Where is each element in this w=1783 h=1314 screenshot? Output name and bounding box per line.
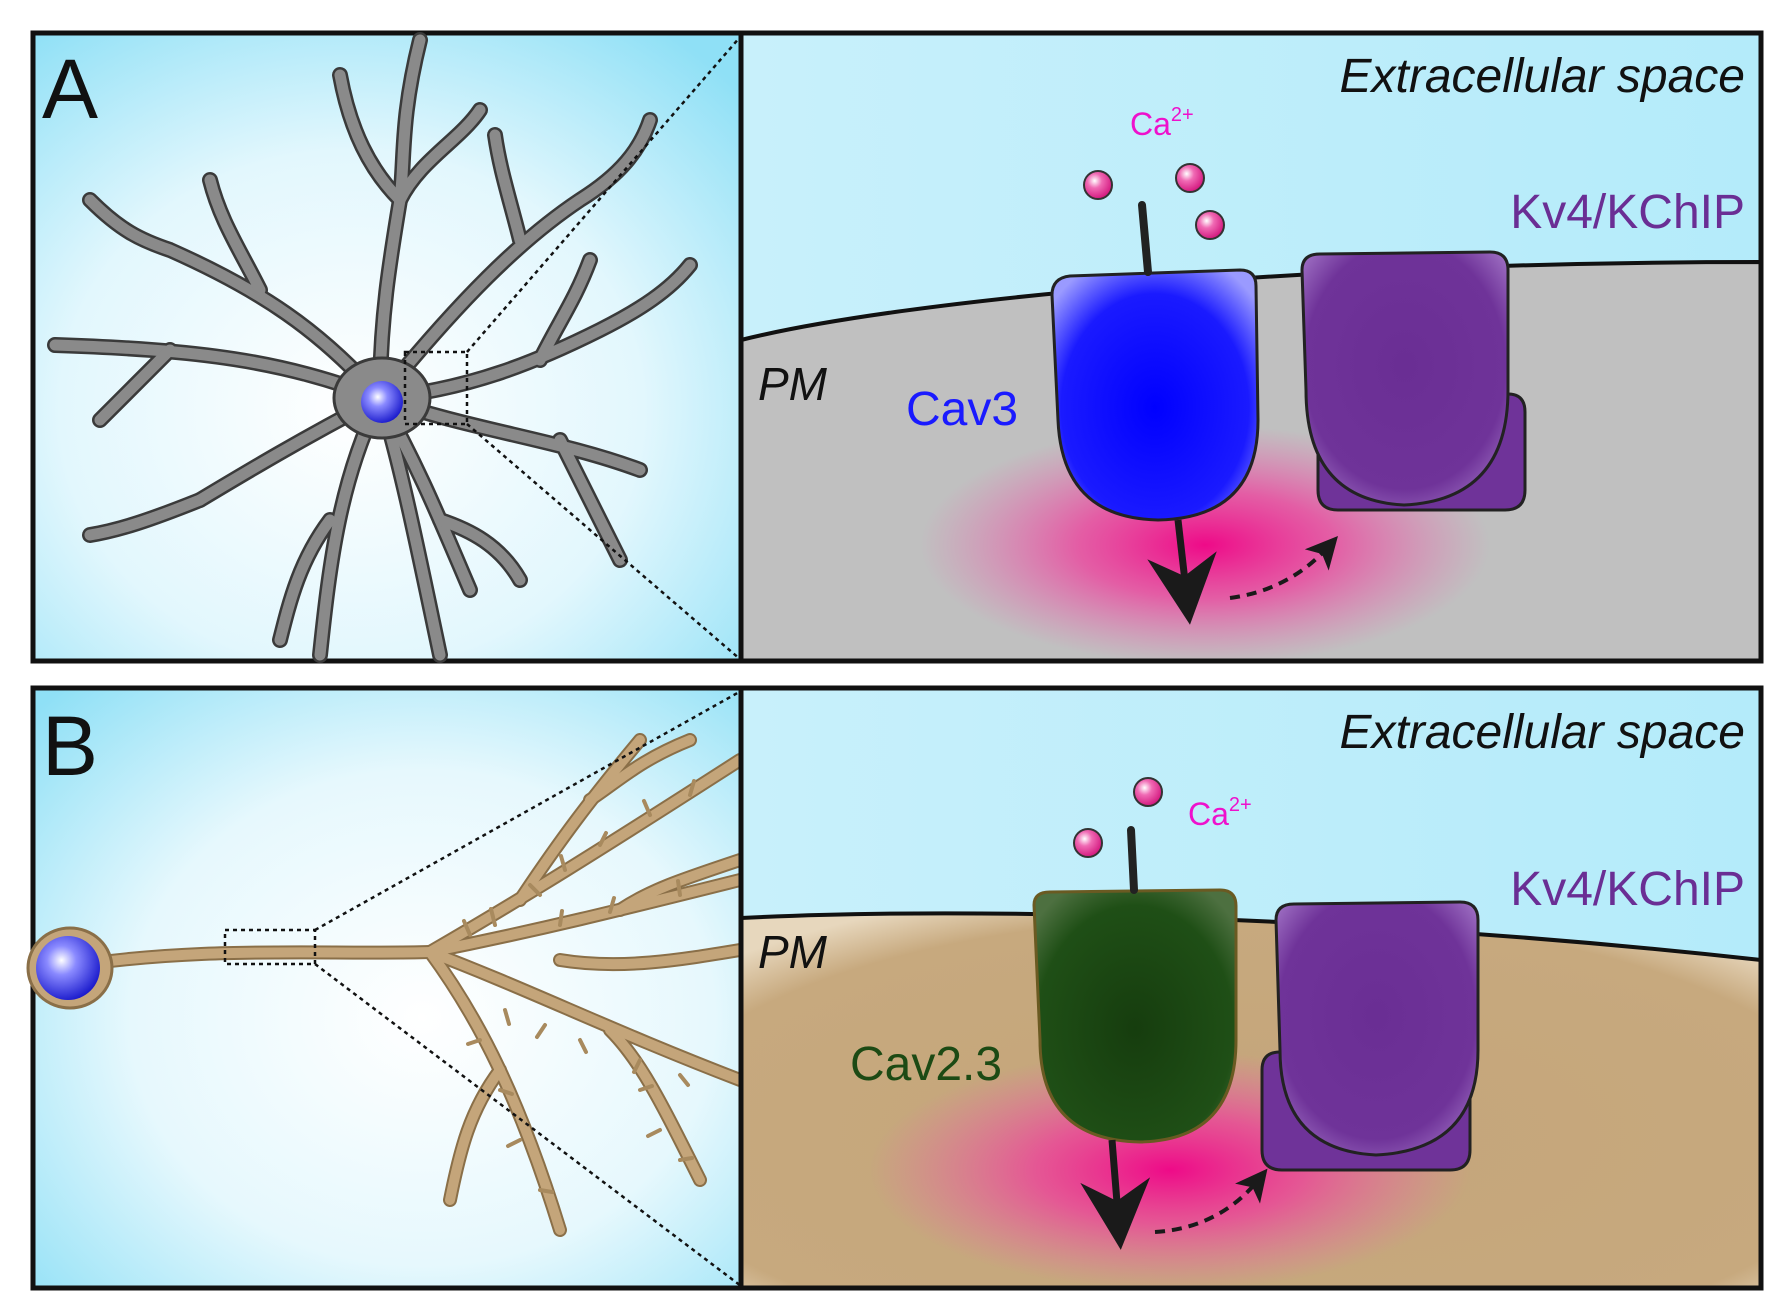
calcium-label-base: Ca xyxy=(1130,106,1171,142)
calcium-ion xyxy=(1195,210,1225,240)
kv4-label-b: Kv4/KChIP xyxy=(1510,863,1745,916)
kv4-modulation-arrow-b xyxy=(1154,1168,1268,1234)
kv4-label-a: Kv4/KChIP xyxy=(1510,186,1745,239)
neuron-nucleus xyxy=(361,381,403,423)
panel-b-letter: B xyxy=(42,699,98,793)
panel-b-membrane-view: Extracellular space PM Cav2.3 Kv4/KChIP … xyxy=(738,685,1764,1291)
calcium-label-a: Ca2+ xyxy=(1130,104,1194,142)
kv4-channel xyxy=(1300,250,1510,507)
kv4-modulation-arrow xyxy=(1229,536,1338,600)
calcium-ion-b xyxy=(1073,828,1103,858)
pyramidal-nucleus xyxy=(36,936,100,1000)
calcium-label-b: Ca2+ xyxy=(1188,794,1252,832)
calcium-influx-arrow-b xyxy=(1080,1139,1151,1250)
calcium-ion xyxy=(1175,163,1205,193)
cav23-channel xyxy=(1032,888,1238,1144)
calcium-label-sup-b: 2+ xyxy=(1229,794,1252,816)
zoom-box-b xyxy=(223,928,317,966)
cav3-label: Cav3 xyxy=(906,383,1018,436)
calcium-ion xyxy=(1083,170,1113,200)
membrane-label-a: PM xyxy=(758,358,828,410)
calcium-influx-arrow xyxy=(1147,519,1217,625)
membrane-label-b: PM xyxy=(758,926,828,978)
panel-a-membrane-view: Extracellular space PM Cav3 Kv4/KChIP Ca… xyxy=(738,30,1764,665)
calcium-label-base-b: Ca xyxy=(1188,796,1229,832)
extracellular-label-b: Extracellular space xyxy=(1339,706,1745,759)
panel-a-letter: A xyxy=(42,42,98,136)
cav23-label: Cav2.3 xyxy=(850,1038,1002,1091)
stellate-neuron xyxy=(47,32,698,663)
panel-b: B Extracellular space PM Cav2.3 Kv4/KChI… xyxy=(26,685,1764,1291)
calcium-ion-b xyxy=(1133,777,1163,807)
panel-a: A Extracellular space PM Cav3 Kv4/KChIP xyxy=(30,30,1764,665)
zoom-box xyxy=(403,350,469,426)
panel-b-neuron-view: B xyxy=(26,685,747,1291)
panel-a-neuron-view: A xyxy=(30,30,744,664)
calcium-label-sup: 2+ xyxy=(1171,104,1194,126)
extracellular-label-a: Extracellular space xyxy=(1339,50,1745,103)
cav3-channel xyxy=(1050,268,1260,522)
kv4-channel-b xyxy=(1274,900,1480,1157)
